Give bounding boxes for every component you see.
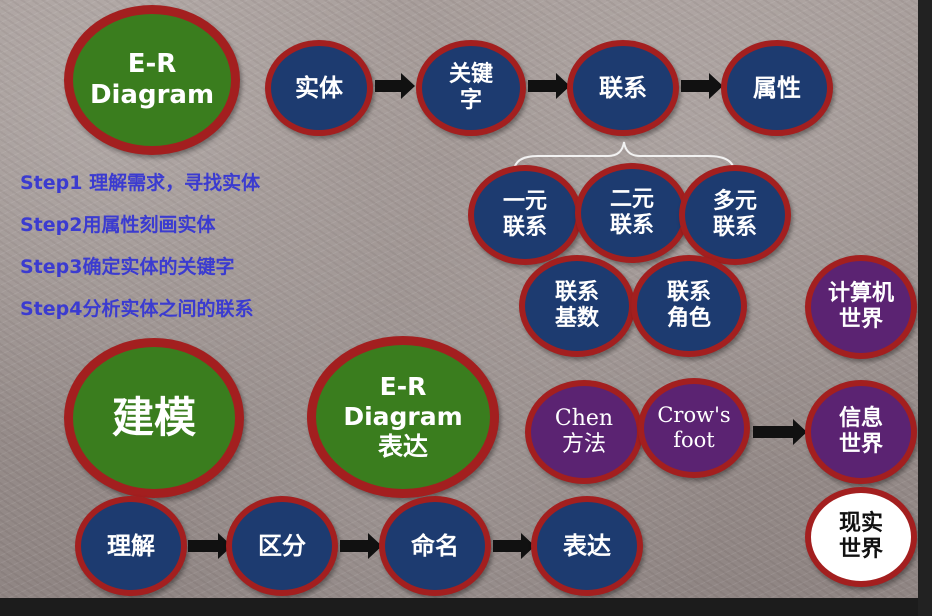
arrow-icon bbox=[375, 73, 415, 99]
arrow-icon bbox=[340, 533, 382, 559]
bottom-border bbox=[0, 598, 932, 616]
role-label: 联系 角色 bbox=[666, 279, 711, 331]
er-diagram-label: E-R Diagram bbox=[89, 48, 215, 110]
er-expression-circle: E-R Diagram 表达 bbox=[307, 336, 499, 498]
step-1: Step1 理解需求，寻找实体 bbox=[20, 172, 261, 194]
attribute-label: 属性 bbox=[753, 73, 801, 102]
distinguish-node: 区分 bbox=[226, 496, 338, 596]
modeling-circle: 建模 bbox=[64, 338, 244, 498]
attribute-node: 属性 bbox=[721, 40, 833, 136]
express-node: 表达 bbox=[531, 496, 643, 596]
er-expression-label: E-R Diagram 表达 bbox=[343, 372, 463, 461]
understand-node: 理解 bbox=[75, 496, 187, 596]
real-world-label: 现实 世界 bbox=[838, 510, 883, 562]
computer-world-node: 计算机 世界 bbox=[805, 255, 917, 359]
unary-relationship-label: 一元 联系 bbox=[502, 188, 547, 240]
step-4: Step4分析实体之间的联系 bbox=[20, 298, 254, 320]
chen-method-label: Chen 方法 bbox=[554, 405, 614, 457]
chen-method-node: Chen 方法 bbox=[525, 380, 643, 484]
role-node: 联系 角色 bbox=[631, 255, 747, 357]
key-label: 关键 字 bbox=[448, 61, 493, 113]
step-3: Step3确定实体的关键字 bbox=[20, 256, 235, 278]
arrow-icon bbox=[681, 73, 723, 99]
modeling-label: 建模 bbox=[111, 392, 196, 442]
relationship-label: 联系 bbox=[599, 73, 647, 102]
er-diagram-circle: E-R Diagram bbox=[64, 5, 240, 155]
arrow-icon bbox=[188, 533, 232, 559]
arrow-icon bbox=[753, 419, 807, 445]
crows-foot-label: Crow's foot bbox=[657, 402, 731, 452]
express-label: 表达 bbox=[563, 531, 611, 560]
naming-label: 命名 bbox=[411, 531, 459, 560]
information-world-node: 信息 世界 bbox=[805, 380, 917, 484]
relationship-node: 联系 bbox=[567, 40, 679, 136]
step-2: Step2用属性刻画实体 bbox=[20, 214, 216, 236]
unary-relationship-node: 一元 联系 bbox=[468, 165, 582, 265]
nary-relationship-node: 多元 联系 bbox=[679, 165, 791, 265]
cardinality-node: 联系 基数 bbox=[519, 255, 635, 357]
information-world-label: 信息 世界 bbox=[838, 405, 883, 457]
entity-label: 实体 bbox=[295, 73, 343, 102]
crows-foot-node: Crow's foot bbox=[638, 378, 750, 478]
binary-relationship-node: 二元 联系 bbox=[575, 163, 689, 263]
entity-node: 实体 bbox=[265, 40, 373, 136]
arrow-icon bbox=[493, 533, 535, 559]
cardinality-label: 联系 基数 bbox=[554, 279, 599, 331]
real-world-node: 现实 世界 bbox=[805, 487, 917, 587]
steps-list: Step1 理解需求，寻找实体 Step2用属性刻画实体 Step3确定实体的关… bbox=[20, 162, 260, 330]
arrow-icon bbox=[528, 73, 570, 99]
distinguish-label: 区分 bbox=[258, 531, 306, 560]
right-border bbox=[918, 0, 932, 616]
brace-icon bbox=[513, 141, 735, 173]
understand-label: 理解 bbox=[107, 531, 155, 560]
computer-world-label: 计算机 世界 bbox=[827, 280, 894, 332]
nary-relationship-label: 多元 联系 bbox=[712, 188, 757, 240]
key-node: 关键 字 bbox=[416, 40, 526, 136]
binary-relationship-label: 二元 联系 bbox=[609, 186, 654, 238]
naming-node: 命名 bbox=[379, 496, 491, 596]
